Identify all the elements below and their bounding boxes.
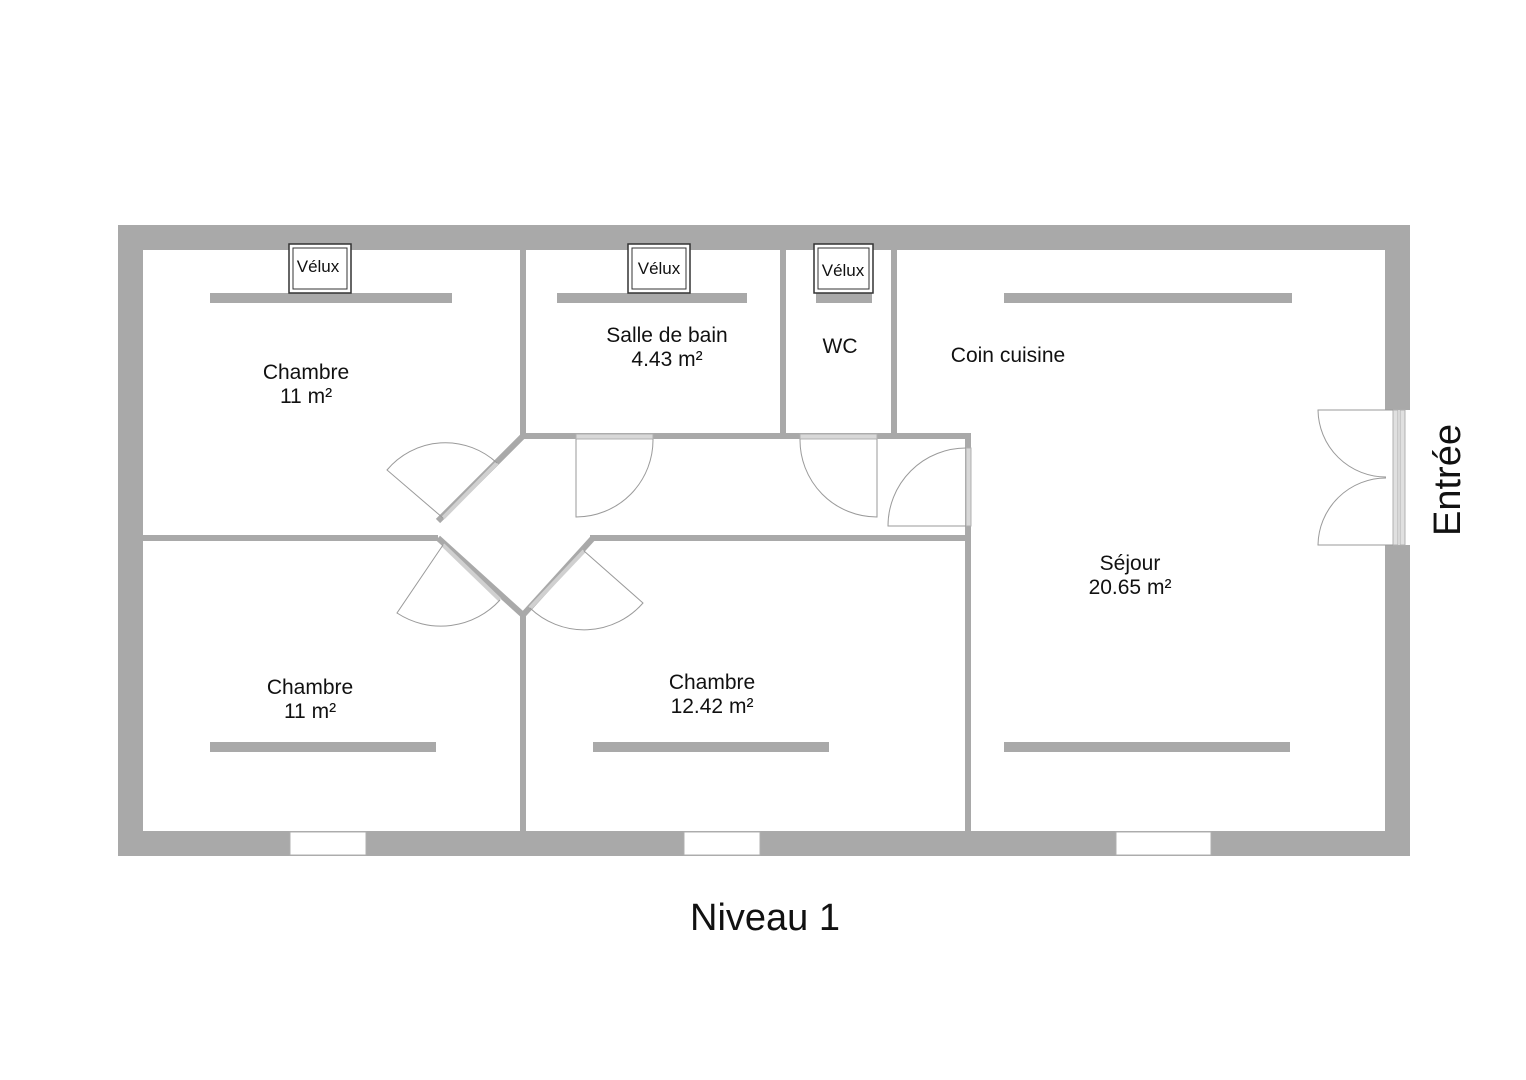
door-chambre-s-leaf <box>528 549 586 610</box>
room-area-chambre-s: 12.42 m² <box>671 695 754 718</box>
wall-corridor-south <box>590 535 971 541</box>
door-chambre-sw-leaf <box>441 543 502 602</box>
east-wall-lower <box>1385 545 1410 856</box>
door-chambre-nw-swing <box>386 442 498 519</box>
room-area-sejour: 20.65 m² <box>1089 576 1172 599</box>
doors <box>386 409 1410 631</box>
door-chambre-sw-swing <box>396 544 501 627</box>
wall-diagonal-sw <box>435 535 526 618</box>
velux-windows: Vélux Vélux Vélux <box>288 243 874 294</box>
room-area-salle-de-bain: 4.43 m² <box>631 348 702 371</box>
wall-sdb-wc <box>780 238 786 436</box>
door-wc-leaf <box>799 433 878 440</box>
door-sejour-swing <box>887 447 967 527</box>
beam-cuisine <box>1004 293 1292 303</box>
room-name-salle-de-bain: Salle de bain <box>606 324 727 347</box>
door-chambre-s-swing <box>529 550 644 631</box>
room-labels: Chambre 11 m² Salle de bain 4.43 m² WC C… <box>263 324 1172 723</box>
wall-wc-cuisine <box>891 238 897 436</box>
interior-walls <box>143 238 971 843</box>
wall-corridor-sejour <box>965 433 971 843</box>
room-area-chambre-nw: 11 m² <box>280 385 332 408</box>
door-chambre-nw-leaf <box>441 461 499 520</box>
beam-wc <box>816 293 872 303</box>
wall-chambres-south <box>520 613 526 843</box>
beam-sejour <box>1004 742 1290 752</box>
door-wc-swing <box>799 438 878 518</box>
window-south-3 <box>1115 831 1212 856</box>
room-name-chambre-sw: Chambre <box>267 676 353 699</box>
velux-label: Vélux <box>297 257 340 276</box>
room-name-coin-cuisine: Coin cuisine <box>951 344 1065 367</box>
beam-chambre-sw <box>210 742 436 752</box>
wall-chambres-west <box>143 535 438 541</box>
south-windows <box>289 831 1212 856</box>
beams <box>210 293 1292 752</box>
entrance-swing-2 <box>1317 477 1393 546</box>
entrance-leaf-1 <box>1392 409 1399 546</box>
west-wall <box>118 225 143 856</box>
entrance-swing-1 <box>1317 409 1393 478</box>
east-wall-upper <box>1385 225 1410 410</box>
velux-3: Vélux <box>813 243 874 294</box>
entrance-leaf-2 <box>1399 409 1406 546</box>
entrance-label: Entrée <box>1427 424 1469 536</box>
wall-corridor-north <box>520 433 971 439</box>
room-name-chambre-nw: Chambre <box>263 361 349 384</box>
door-sdb-leaf <box>575 433 654 440</box>
velux-2: Vélux <box>627 243 691 294</box>
room-name-wc: WC <box>823 335 858 358</box>
room-name-sejour: Séjour <box>1100 552 1161 575</box>
window-south-1 <box>289 831 367 856</box>
plan-caption: Niveau 1 <box>690 897 840 939</box>
door-sejour-leaf <box>965 447 972 527</box>
velux-label: Vélux <box>822 261 865 280</box>
beam-sdb <box>557 293 747 303</box>
room-name-chambre-s: Chambre <box>669 671 755 694</box>
beam-chambre-s <box>593 742 829 752</box>
wall-chambre-sdb <box>520 238 526 436</box>
velux-1: Vélux <box>288 243 352 294</box>
window-south-2 <box>683 831 761 856</box>
velux-label: Vélux <box>638 259 681 278</box>
room-area-chambre-sw: 11 m² <box>284 700 336 723</box>
door-sdb-swing <box>575 438 654 518</box>
beam-chambre-nw <box>210 293 452 303</box>
